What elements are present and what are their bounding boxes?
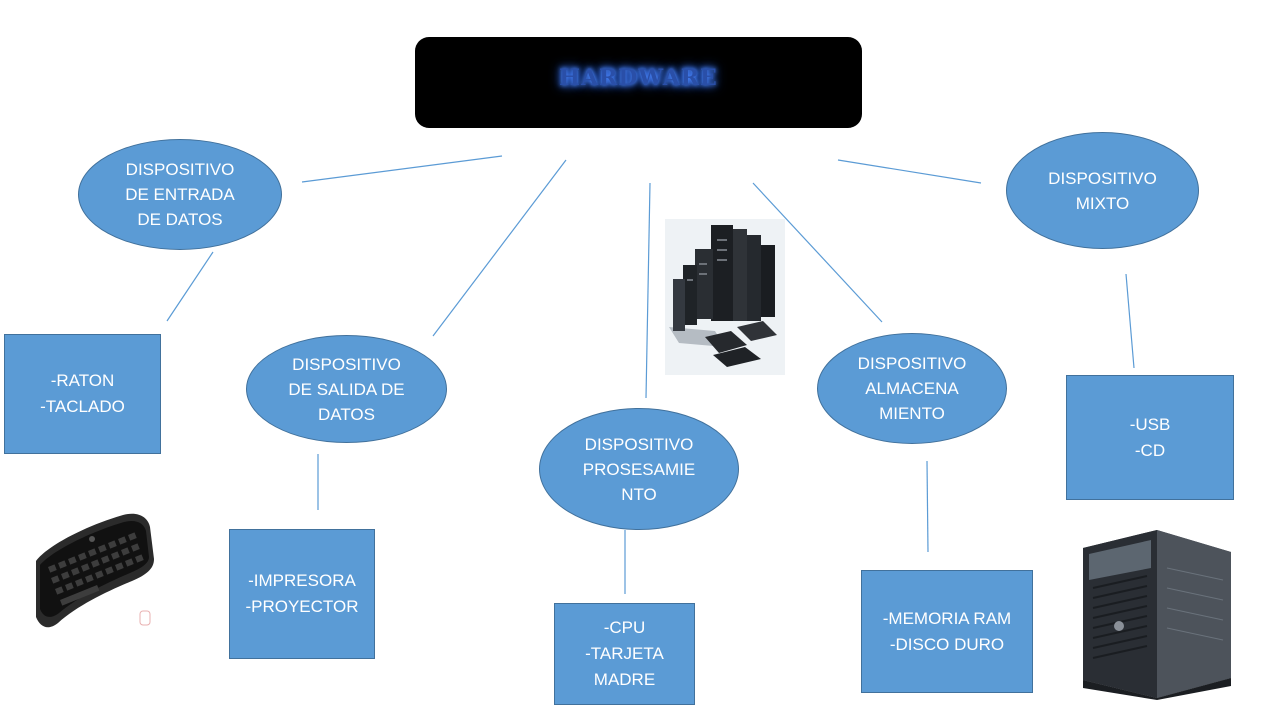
node-label: DISPOSITIVO DE SALIDA DE DATOS bbox=[288, 354, 405, 424]
node-dispositivo-salida: DISPOSITIVO DE SALIDA DE DATOS bbox=[246, 335, 447, 443]
connector-title-almacenamiento bbox=[752, 182, 883, 323]
items-text: -IMPRESORA -PROYECTOR bbox=[245, 571, 359, 616]
connector-title-procesamiento bbox=[645, 182, 651, 399]
items-text: -RATON -TACLADO bbox=[40, 371, 125, 416]
node-dispositivo-entrada: DISPOSITIVO DE ENTRADA DE DATOS bbox=[78, 139, 282, 250]
node-dispositivo-procesamiento: DISPOSITIVO PROSESAMIE NTO bbox=[539, 408, 739, 530]
node-label: DISPOSITIVO PROSESAMIE NTO bbox=[582, 434, 696, 504]
connector-entrada-items bbox=[166, 251, 214, 322]
hardware-title-box: HARDWARE bbox=[415, 37, 862, 128]
items-box-entrada: -RATON -TACLADO bbox=[4, 334, 161, 454]
node-dispositivo-almacenamiento: DISPOSITIVO ALMACENA MIENTO bbox=[817, 333, 1007, 444]
connector-title-entrada bbox=[301, 155, 503, 183]
items-box-mixto: -USB -CD bbox=[1066, 375, 1234, 500]
node-label: DISPOSITIVO MIXTO bbox=[1048, 168, 1157, 213]
items-text: -MEMORIA RAM -DISCO DURO bbox=[882, 608, 1012, 654]
node-label: DISPOSITIVO ALMACENA MIENTO bbox=[857, 354, 967, 423]
servers-image bbox=[665, 219, 785, 375]
hardware-title: HARDWARE bbox=[559, 64, 718, 91]
connector-almacenamiento-items bbox=[926, 460, 929, 553]
node-dispositivo-mixto: DISPOSITIVO MIXTO bbox=[1006, 132, 1199, 249]
items-box-salida: -IMPRESORA -PROYECTOR bbox=[229, 529, 375, 659]
items-text: -USB -CD bbox=[1129, 414, 1171, 460]
items-box-procesamiento: -CPU -TARJETA MADRE bbox=[554, 603, 695, 705]
items-box-almacenamiento: -MEMORIA RAM -DISCO DURO bbox=[861, 570, 1033, 693]
connector-title-salida bbox=[432, 159, 567, 337]
node-label: DISPOSITIVO DE ENTRADA DE DATOS bbox=[125, 160, 235, 229]
tower-server-image bbox=[1083, 530, 1231, 700]
items-text: -CPU -TARJETA MADRE bbox=[585, 618, 664, 689]
connector-title-mixto bbox=[837, 159, 982, 184]
connector-mixto-items bbox=[1125, 273, 1135, 369]
keyboard-image bbox=[36, 513, 154, 628]
